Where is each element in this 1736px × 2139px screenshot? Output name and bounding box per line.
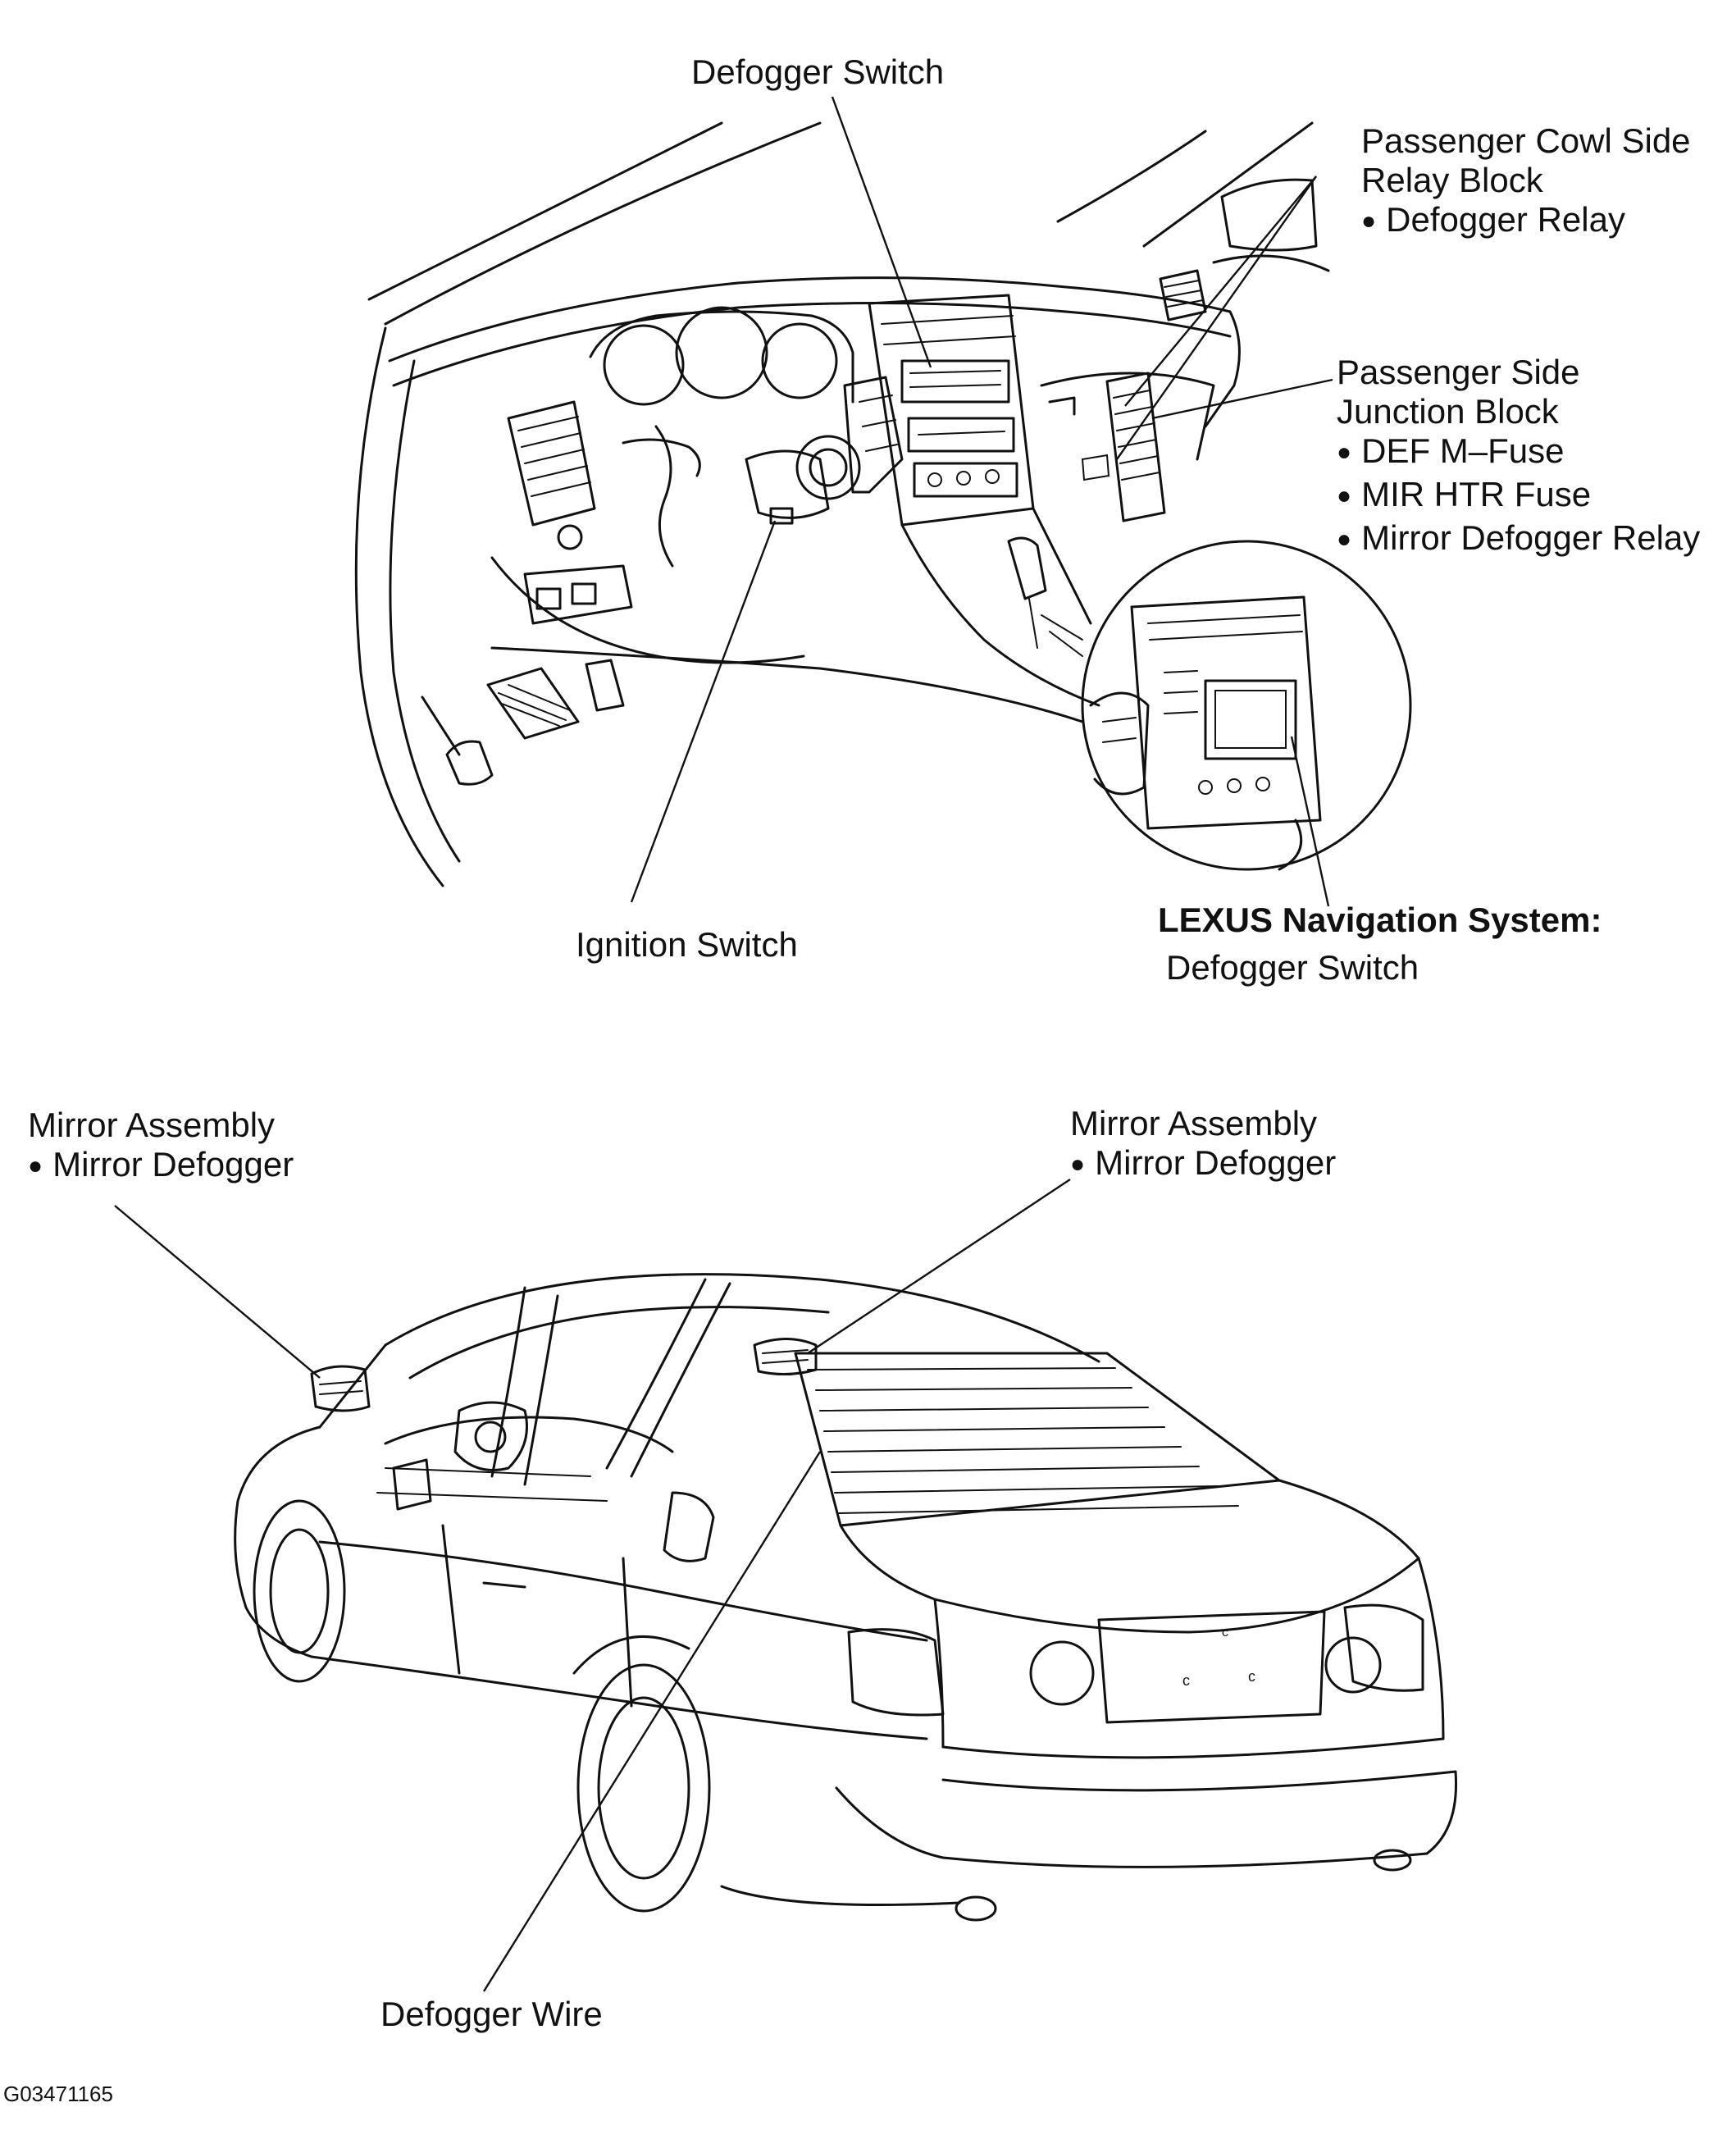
mirror-right-item-mirror-defogger: Mirror Defogger [1070,1143,1336,1187]
leader-navigation-switch [1290,736,1330,907]
svg-text:c: c [1248,1668,1255,1685]
label-defogger-wire: Defogger Wire [380,1995,603,2034]
navigation-system-title: LEXUS Navigation System: [1158,901,1602,939]
label-navigation-system: LEXUS Navigation System: Defogger Switch [1158,901,1602,987]
leader-mirror-right [807,1178,1071,1355]
junction-block-item-mir-htr-fuse: MIR HTR Fuse [1337,475,1700,518]
navigation-system-subtitle: Defogger Switch [1166,948,1419,987]
dashboard-illustration [354,121,1330,887]
car-exterior-illustration: c c c [234,1273,1458,1922]
svg-text:c: c [1182,1672,1190,1689]
mirror-right-title: Mirror Assembly [1070,1104,1318,1142]
leader-junction-block [1151,378,1333,420]
leader-ignition-switch [630,520,777,903]
label-defogger-switch: Defogger Switch [691,52,944,92]
label-cowl-relay-block: Passenger Cowl Side Relay Block Defogger… [1361,121,1691,244]
cowl-relay-block-title-1: Passenger Cowl Side [1361,121,1691,160]
leader-lines [114,96,1333,1992]
defogger-switch-title: Defogger Switch [691,52,945,91]
label-junction-block: Passenger Side Junction Block DEF M–Fuse… [1337,353,1700,562]
svg-text:c: c [1222,1626,1228,1640]
leader-cowl-relay-block-2 [1116,176,1317,460]
leader-defogger-switch [831,96,932,368]
mirror-left-title: Mirror Assembly [28,1106,276,1144]
leader-mirror-left [114,1205,321,1379]
ignition-switch-title: Ignition Switch [576,925,798,964]
junction-block-item-def-m-fuse: DEF M–Fuse [1337,431,1700,475]
leader-cowl-relay-block [1124,176,1317,407]
junction-block-item-mirror-defogger-relay: Mirror Defogger Relay [1337,518,1700,562]
label-mirror-assembly-left: Mirror Assembly Mirror Defogger [28,1106,294,1188]
navigation-inset-illustration [1081,540,1412,871]
mirror-left-item-mirror-defogger: Mirror Defogger [28,1145,294,1188]
leader-defogger-wire [482,1451,822,1992]
label-ignition-switch: Ignition Switch [576,925,798,965]
cowl-relay-block-item-defogger-relay: Defogger Relay [1361,200,1691,244]
defogger-wire-title: Defogger Wire [380,1995,603,2033]
figure-code: G03471165 [3,2082,113,2106]
junction-block-title-1: Passenger Side [1337,353,1580,391]
label-mirror-assembly-right: Mirror Assembly Mirror Defogger [1070,1104,1336,1187]
junction-block-title-2: Junction Block [1337,392,1559,431]
cowl-relay-block-title-2: Relay Block [1361,161,1543,199]
